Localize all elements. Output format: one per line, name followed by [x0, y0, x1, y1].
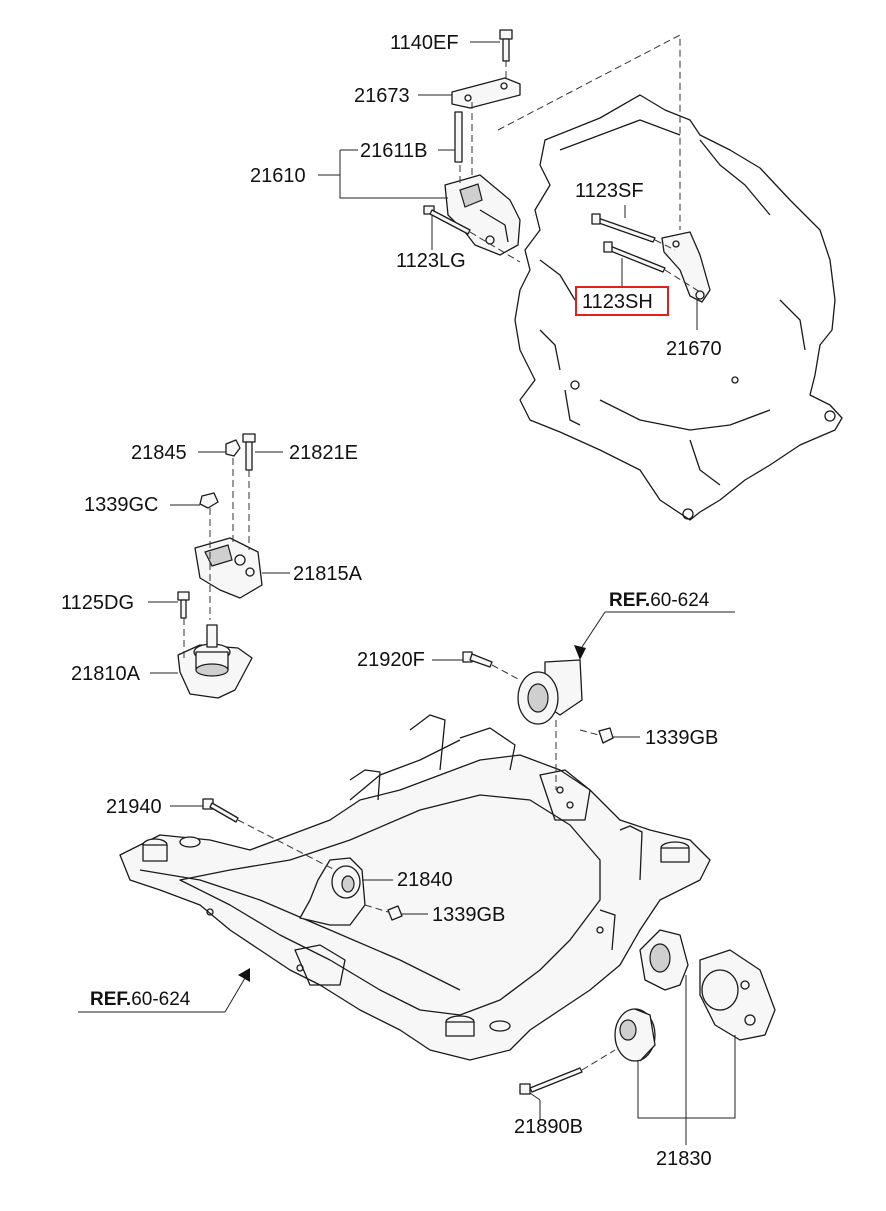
- label-21920F[interactable]: 21920F: [357, 649, 425, 671]
- upper-mount-assembly: [423, 29, 681, 263]
- label-1140EF[interactable]: 1140EF: [390, 32, 459, 54]
- label-21845[interactable]: 21845: [131, 442, 187, 464]
- label-21890B[interactable]: 21890B: [514, 1116, 583, 1138]
- label-1123SH[interactable]: 1123SH: [582, 291, 653, 313]
- engine-block-illustration: [514, 94, 843, 521]
- transmission-mount-assembly: [177, 433, 263, 699]
- bolt-1140EF-illustration: [499, 29, 513, 62]
- ref-labels: REF.60-624 REF.60-624: [90, 590, 710, 1010]
- label-1123LG[interactable]: 1123LG: [396, 250, 466, 272]
- label-21830[interactable]: 21830: [656, 1148, 712, 1170]
- bolt-1123LG-illustration: [423, 205, 471, 235]
- front-roll-mount-assembly: [462, 651, 614, 790]
- label-21821E[interactable]: 21821E: [289, 442, 358, 464]
- part-labels: 1140EF 21673 21611B 21610 1123SF 1123LG …: [61, 32, 722, 1170]
- ref-left[interactable]: REF.60-624: [90, 989, 191, 1010]
- label-21810A[interactable]: 21810A: [71, 663, 141, 685]
- label-21611B[interactable]: 21611B: [360, 140, 427, 162]
- label-1339GB-mid[interactable]: 1339GB: [432, 904, 505, 926]
- label-21840[interactable]: 21840: [397, 869, 453, 891]
- highlight-box-1123SH: [575, 286, 669, 316]
- label-1125DG[interactable]: 1125DG: [61, 592, 134, 614]
- label-21670[interactable]: 21670: [666, 338, 722, 360]
- center-mount-assembly: [202, 798, 403, 926]
- rear-mount-assembly: [519, 929, 776, 1095]
- front-subframe-illustration: [119, 714, 711, 1061]
- label-1123SF[interactable]: 1123SF: [575, 180, 644, 202]
- ref-top[interactable]: REF.60-624: [609, 590, 710, 611]
- label-21940[interactable]: 21940: [106, 796, 162, 818]
- engine-bracket-21670: [591, 213, 711, 303]
- label-21815A[interactable]: 21815A: [293, 563, 363, 585]
- leader-lines: [78, 41, 736, 1145]
- label-1339GC[interactable]: 1339GC: [84, 494, 159, 516]
- label-21610[interactable]: 21610: [250, 165, 306, 187]
- label-21673[interactable]: 21673: [354, 85, 410, 107]
- label-1339GB-top[interactable]: 1339GB: [645, 727, 718, 749]
